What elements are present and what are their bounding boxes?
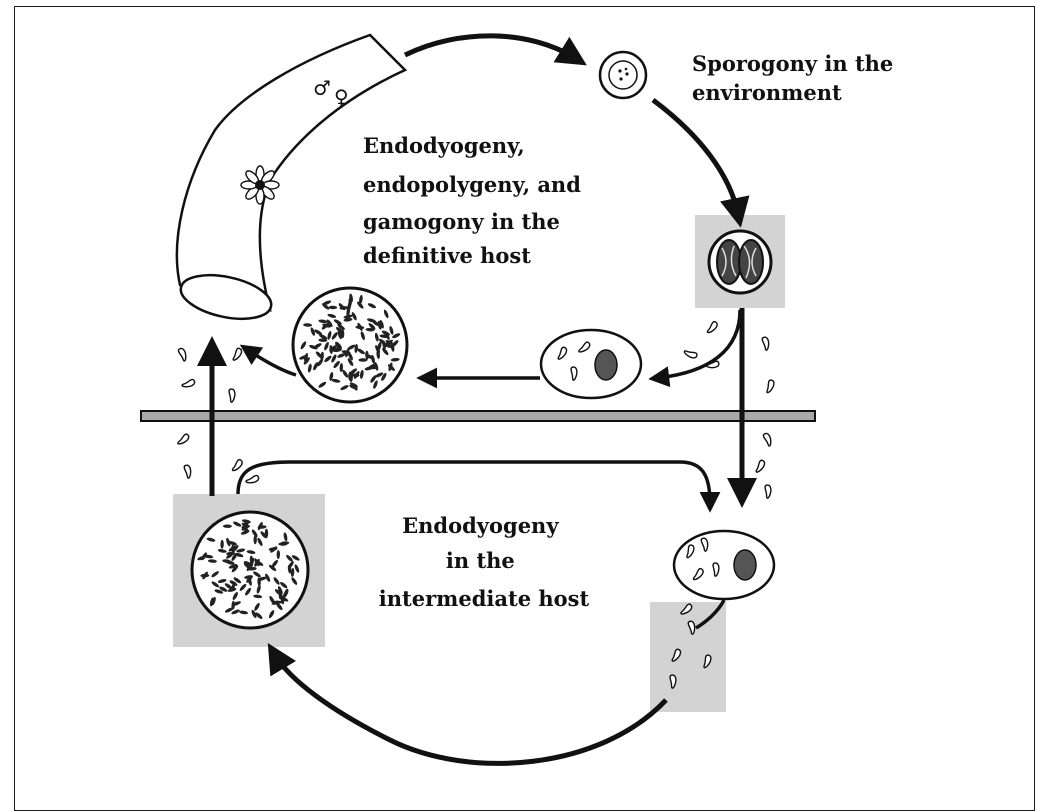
host-divider-bar [141, 411, 815, 421]
sporogony-label: Sporogony in the environment [692, 51, 901, 105]
arrow-sporulated-to-definitive-cell [658, 310, 740, 378]
female-symbol: ♀ [334, 85, 349, 109]
definitive-host-label: Endodyogeny, endopolygeny, and gamogony … [363, 133, 588, 268]
bradyzoite [359, 358, 368, 361]
tissue-cyst-definitive-icon [293, 288, 407, 402]
bradyzoite [253, 535, 256, 544]
host-cell-intermediate-icon [674, 531, 774, 599]
tissue-cyst-intermediate-icon [192, 512, 308, 628]
released-zoites-panel [650, 602, 726, 712]
arrow-zoites-to-tissue-cyst [275, 655, 666, 763]
male-symbol: ♂ [313, 76, 331, 100]
sporulated-oocyst-icon [709, 231, 771, 293]
arrow-gut-to-oocyst [405, 36, 575, 58]
unsporulated-oocyst-icon [600, 52, 646, 98]
intermediate-host-label: Endodyogeny in the intermediate host [379, 513, 590, 611]
schizont-flower-icon [241, 166, 279, 204]
arrow-cyst-to-gut [248, 350, 296, 375]
arrow-oocyst-to-sporulated [653, 100, 738, 214]
host-cell-definitive-icon [541, 330, 641, 398]
